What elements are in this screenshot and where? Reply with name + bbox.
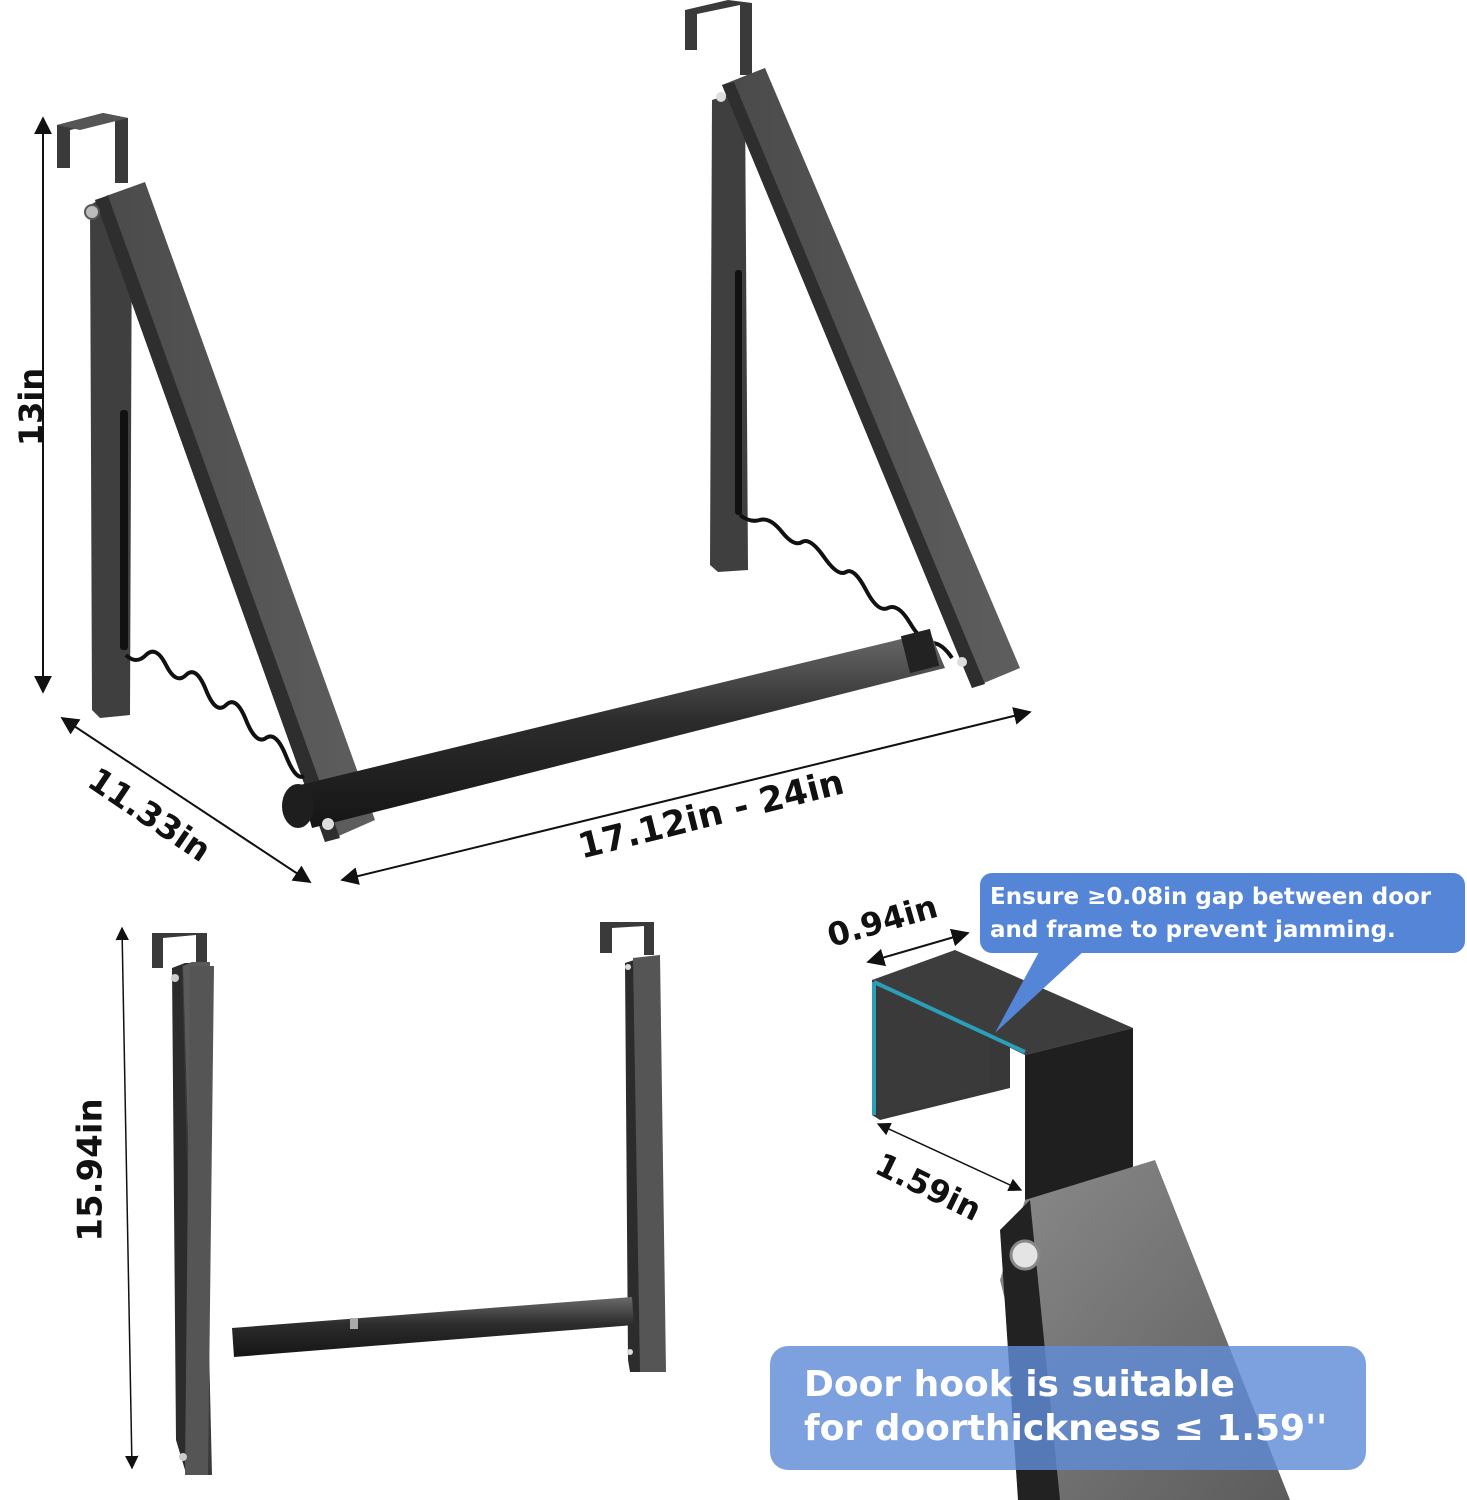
hook-back-flap [1025, 1028, 1133, 1200]
folded-hanging-rod [232, 1297, 634, 1357]
width-dimension-line [340, 707, 1032, 885]
right-slot [735, 270, 742, 515]
height-open-label: 13in [12, 367, 51, 447]
height-folded-dimension-line [115, 926, 139, 1470]
door-thickness-line1: Door hook is suitable [804, 1364, 1235, 1405]
right-diagonal-arm [722, 68, 1020, 688]
right-vertical-post [710, 95, 748, 572]
hook-edge-highlight [873, 980, 1026, 1054]
right-door-hook [685, 0, 752, 75]
callout-pointer [995, 950, 1085, 1033]
folded-right-hook [600, 922, 654, 955]
folded-left-post [185, 966, 214, 1475]
gap-warning-line2: and frame to prevent jamming. [990, 917, 1396, 943]
hook-pivot-screw [1009, 1239, 1041, 1271]
hook-gap-dimension-line [876, 1122, 1023, 1192]
depth-dimension-line [60, 717, 312, 883]
hook-width-dimension-line [866, 928, 970, 967]
door-thickness-line2: for doorthickness ≤ 1.59'' [804, 1408, 1328, 1449]
left-diagonal-arm [95, 182, 375, 842]
rod-end-screw [322, 818, 334, 830]
gap-warning-callout: Ensure ≥0.08in gap between door and fram… [980, 873, 1465, 953]
left-door-hook [57, 113, 128, 183]
left-pivot-screw [84, 204, 100, 220]
height-folded-label: 15.94in [70, 1098, 111, 1242]
folded-rack-view [115, 922, 666, 1475]
folded-right-post [633, 955, 666, 1372]
right-pivot-screw [716, 92, 726, 102]
left-slot [120, 410, 128, 650]
expanded-rack-view [34, 0, 1032, 885]
door-thickness-callout: Door hook is suitable for doorthickness … [770, 1346, 1366, 1470]
gap-warning-line1: Ensure ≥0.08in gap between door [990, 884, 1432, 910]
